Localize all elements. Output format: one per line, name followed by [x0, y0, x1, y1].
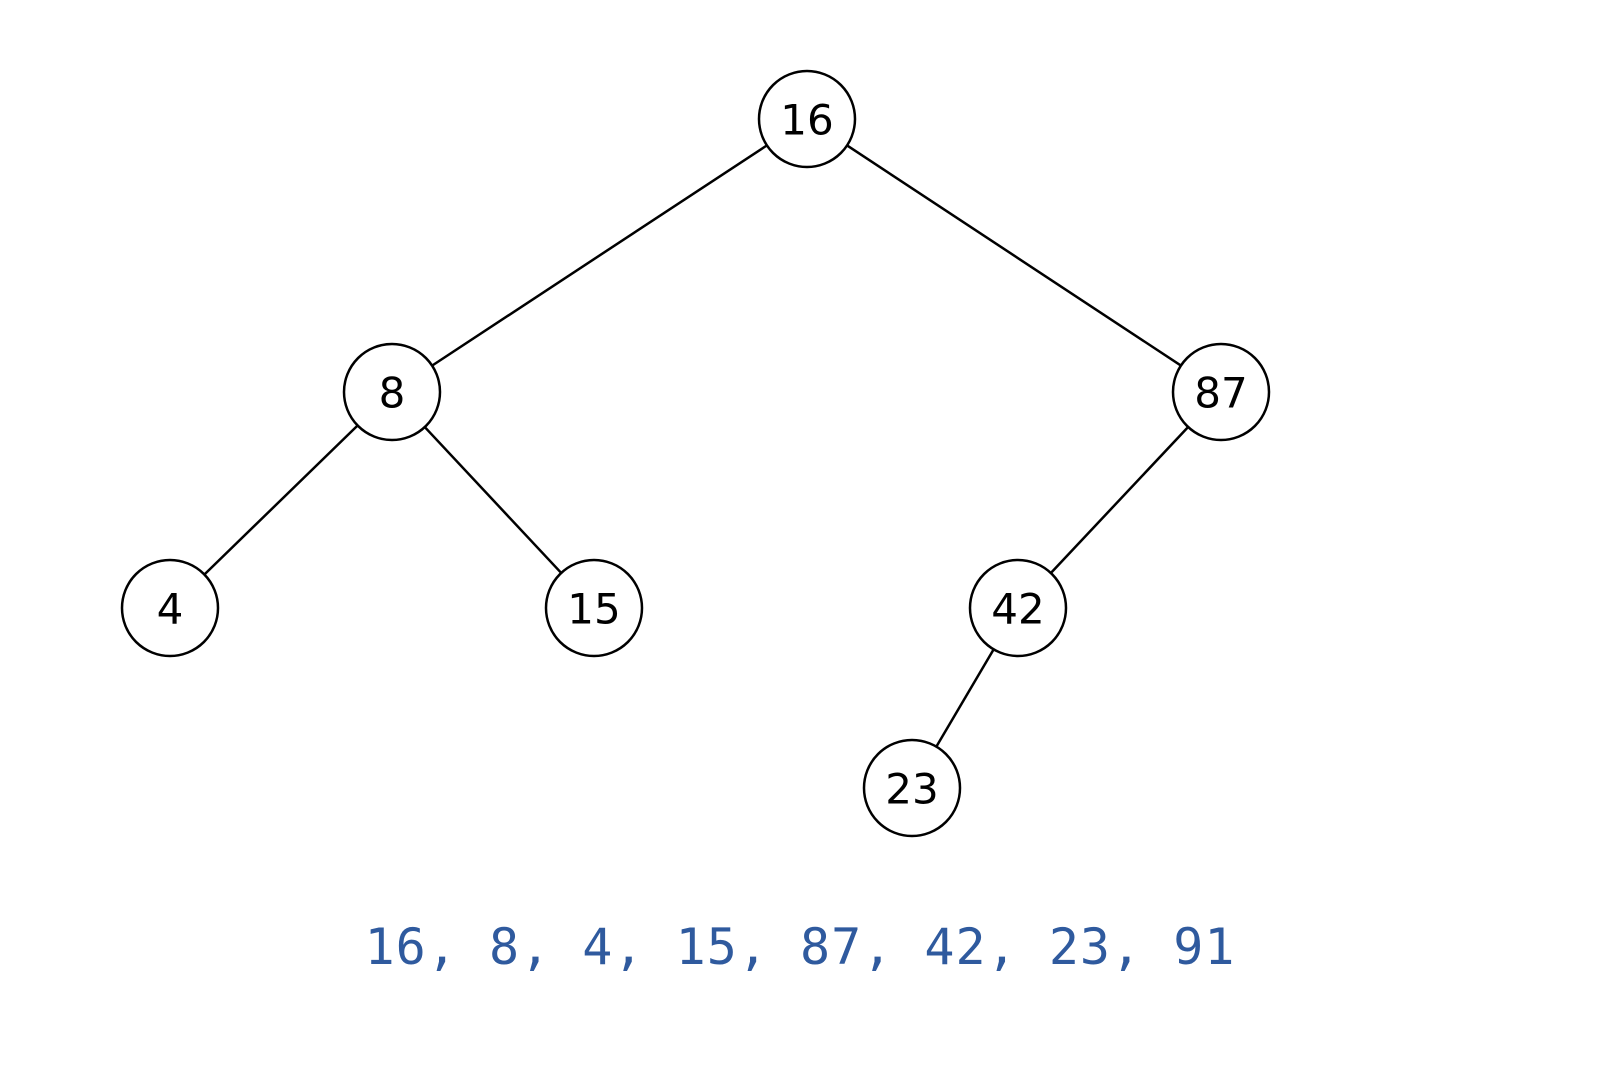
node-label: 15: [567, 585, 620, 634]
tree-node-42: 42: [968, 558, 1068, 658]
node-circle: [544, 558, 644, 658]
node-circle: [1171, 342, 1271, 442]
edge-87-42: [1049, 426, 1190, 574]
insertion-sequence: 16, 8, 4, 15, 87, 42, 23, 91: [364, 918, 1236, 976]
tree-node-4: 4: [120, 558, 220, 658]
edge-8-15: [423, 426, 563, 574]
tree-node-23: 23: [862, 738, 962, 838]
node-circle: [968, 558, 1068, 658]
tree-edges: [203, 144, 1190, 748]
edge-16-8: [431, 144, 768, 367]
edge-16-87: [846, 144, 1182, 367]
node-circle: [757, 69, 857, 169]
node-label: 8: [379, 369, 406, 418]
tree-nodes: 16 8 87 4 15 42 23: [120, 69, 1271, 838]
tree-node-8: 8: [342, 342, 442, 442]
edge-8-4: [203, 424, 359, 576]
node-circle: [862, 738, 962, 838]
tree-node-16: 16: [757, 69, 857, 169]
node-label: 4: [157, 585, 184, 634]
tree-node-15: 15: [544, 558, 644, 658]
node-label: 87: [1194, 369, 1247, 418]
edge-42-23: [935, 648, 995, 748]
node-circle: [342, 342, 442, 442]
node-label: 16: [780, 96, 833, 145]
tree-node-87: 87: [1171, 342, 1271, 442]
node-label: 23: [885, 765, 938, 814]
node-label: 42: [991, 585, 1044, 634]
node-circle: [120, 558, 220, 658]
